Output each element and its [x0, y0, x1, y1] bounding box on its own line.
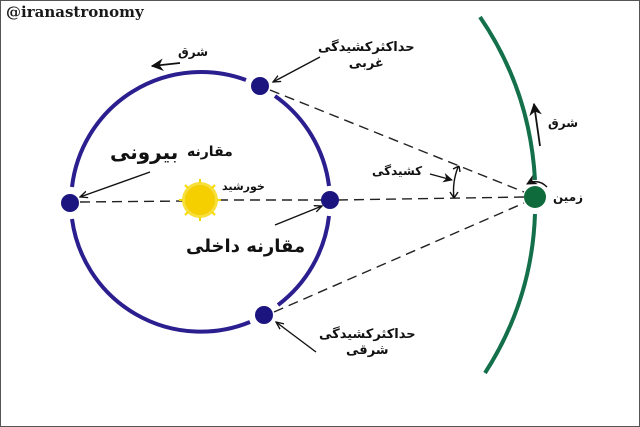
planet-superior-conjunction [61, 194, 79, 212]
east-arrow-inner-orbit [150, 58, 181, 72]
label-max-west-elongation-line1: حداکثرکشیدگی [318, 40, 415, 55]
label-max-west-elongation: حداکثرکشیدگی غربی [318, 40, 415, 73]
earth-orbit [478, 15, 537, 375]
label-max-east-elongation-line1: حداکثرکشیدگی [319, 327, 416, 342]
label-elongation: کشیدگی [372, 164, 423, 178]
planet-inferior-conjunction [321, 191, 339, 209]
east-arrow-earth-orbit [529, 102, 542, 147]
sun-icon [179, 179, 221, 221]
label-max-west-elongation-line2: غربی [348, 56, 384, 72]
label-east-inner-orbit: شرق [178, 45, 208, 59]
elongation-angle-marker [429, 165, 461, 199]
label-superior-conjunction-word1: مقارنه [187, 144, 233, 160]
label-east-earth-orbit: شرق [548, 116, 578, 130]
watermark: @iranastronomy [6, 3, 144, 21]
earth-icon [524, 186, 546, 208]
planet-max-west-elongation [251, 77, 269, 95]
label-max-east-elongation-line2: شرقی [346, 343, 389, 359]
pointer-arrows [80, 56, 322, 353]
label-earth: زمین [553, 190, 584, 204]
label-superior-conjunction-word2: بیرونی [110, 140, 179, 164]
label-inferior-conjunction: مقارنه داخلی [186, 236, 306, 257]
line-of-sight-lines [79, 89, 525, 313]
earth-rotation-arrow [526, 174, 548, 188]
planet-orbit [70, 70, 331, 334]
label-sun: خورشید [222, 180, 265, 193]
label-max-east-elongation: حداکثرکشیدگی شرقی [319, 327, 416, 360]
planet-max-east-elongation [255, 306, 273, 324]
